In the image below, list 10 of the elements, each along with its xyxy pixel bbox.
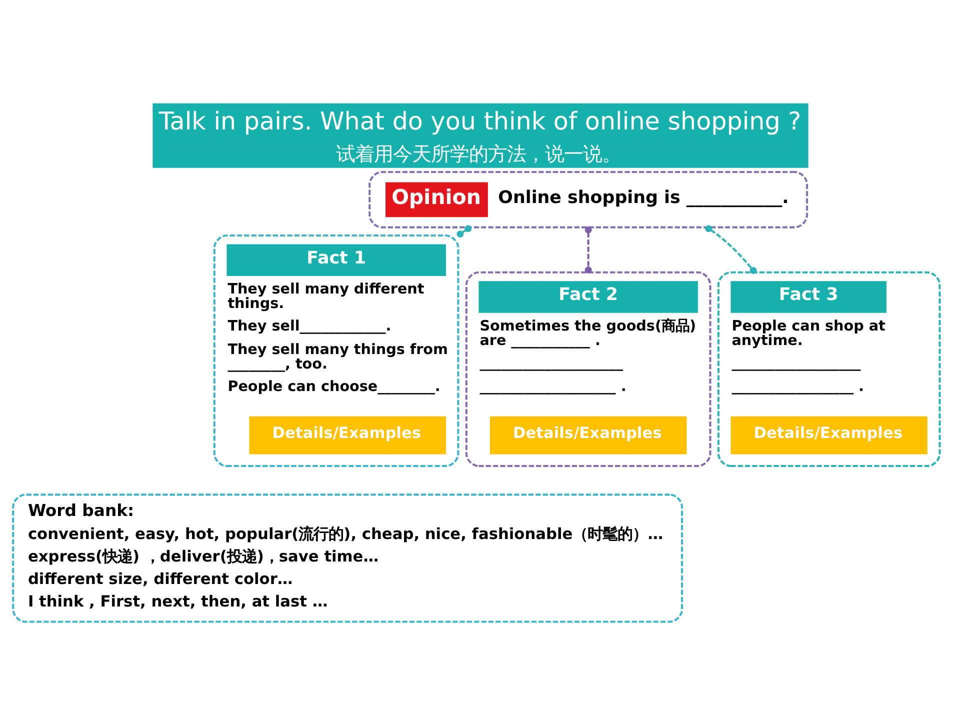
caption: 试着用今天所学的方法，说一说。 bbox=[336, 142, 621, 165]
node-box: Opinion Online shopping is ___________. bbox=[368, 170, 808, 228]
connector bbox=[584, 226, 592, 273]
node-box: Details/Examples bbox=[489, 416, 686, 454]
node-box: Details/Examples bbox=[248, 416, 446, 454]
node-box: Details/Examples bbox=[730, 416, 927, 454]
connector bbox=[704, 224, 756, 274]
connector bbox=[456, 224, 472, 238]
diagram-title: Talk in pairs. What do you think of online shopping ? bbox=[158, 106, 801, 136]
node-box: Word bank: convenient, easy, hot, popular(流行的), cheap, nice, fashionable（时髦的）… express(快递) ，deliver(投递)，save time… different size, different color… I think , First, next, then, at last … bbox=[12, 493, 683, 622]
